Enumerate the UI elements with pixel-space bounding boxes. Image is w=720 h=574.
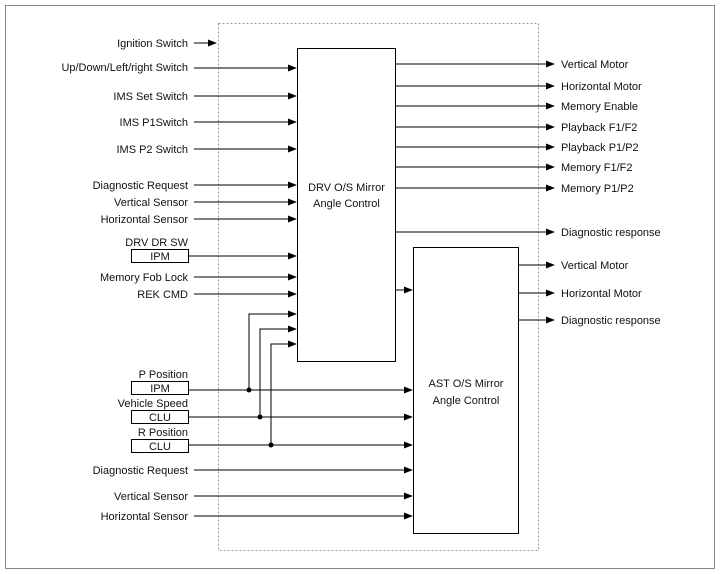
ast-input-label: Vertical Sensor <box>114 491 188 503</box>
shared-input-label: P Position <box>139 369 188 381</box>
drv-input-label: REK CMD <box>137 289 188 301</box>
shared-input-source-box <box>131 410 189 424</box>
drv-output-label: Diagnostic response <box>561 227 661 239</box>
module-frame <box>218 23 539 551</box>
drv-block-title-2: Angle Control <box>313 198 380 210</box>
drv-dr-sw-ipm-box <box>131 249 189 263</box>
branch-to-drv <box>248 310 297 390</box>
ast-input-label: Horizontal Sensor <box>101 511 189 523</box>
shared-inputs: P Position IPM Vehicle Speed CLU R Posit… <box>118 310 413 453</box>
ast-block-title-2: Angle Control <box>433 395 500 407</box>
drv-input-label: Vertical Sensor <box>114 197 188 209</box>
drv-output-label: Memory F1/F2 <box>561 162 633 174</box>
drv-output-label: Playback F1/F2 <box>561 122 637 134</box>
drv-output-label: Memory P1/P2 <box>561 183 634 195</box>
shared-input-source-text: IPM <box>150 383 170 395</box>
branch-to-drv <box>259 325 297 417</box>
drv-input-label: Ignition Switch <box>117 38 188 50</box>
drv-output-label: Playback P1/P2 <box>561 142 639 154</box>
ast-input-label: Diagnostic Request <box>93 465 188 477</box>
shared-input-label: Vehicle Speed <box>118 398 188 410</box>
drv-inputs: Ignition Switch Up/Down/Left/right Switc… <box>61 38 297 301</box>
shared-input-source-text: CLU <box>149 412 171 424</box>
ast-output-label: Vertical Motor <box>561 260 629 272</box>
drv-output-label: Horizontal Motor <box>561 81 642 93</box>
ast-outputs: Vertical Motor Horizontal Motor Diagnost… <box>519 260 661 327</box>
drv-outputs: Vertical Motor Horizontal Motor Memory E… <box>396 59 661 239</box>
drv-input-label: IMS Set Switch <box>113 91 188 103</box>
shared-input-source-box <box>131 439 189 453</box>
branch-to-drv <box>270 340 297 445</box>
shared-input-source-box <box>131 381 189 395</box>
drv-input-label: IMS P2 Switch <box>116 144 188 156</box>
ast-block-title-1: AST O/S Mirror <box>429 378 504 390</box>
drv-output-label: Memory Enable <box>561 101 638 113</box>
outer-border <box>5 5 715 569</box>
ast-output-label: Horizontal Motor <box>561 288 642 300</box>
drv-mirror-control-block <box>297 48 396 362</box>
drv-input-label: Up/Down/Left/right Switch <box>61 62 188 74</box>
drv-input-label: Diagnostic Request <box>93 180 188 192</box>
drv-dr-sw-ipm-text: IPM <box>150 251 170 263</box>
drv-dr-sw-label: DRV DR SW <box>125 237 188 249</box>
drv-block-title-1: DRV O/S Mirror <box>308 182 385 194</box>
drv-input-label: Memory Fob Lock <box>100 272 189 284</box>
ast-output-label: Diagnostic response <box>561 315 661 327</box>
shared-input-source-text: CLU <box>149 441 171 453</box>
ast-inputs: Diagnostic Request Vertical Sensor Horiz… <box>93 465 413 523</box>
shared-input-label: R Position <box>138 427 188 439</box>
drv-input-label: IMS P1Switch <box>120 117 188 129</box>
drv-input-label: Horizontal Sensor <box>101 214 189 226</box>
drv-output-label: Vertical Motor <box>561 59 629 71</box>
ast-mirror-control-block <box>413 247 519 534</box>
